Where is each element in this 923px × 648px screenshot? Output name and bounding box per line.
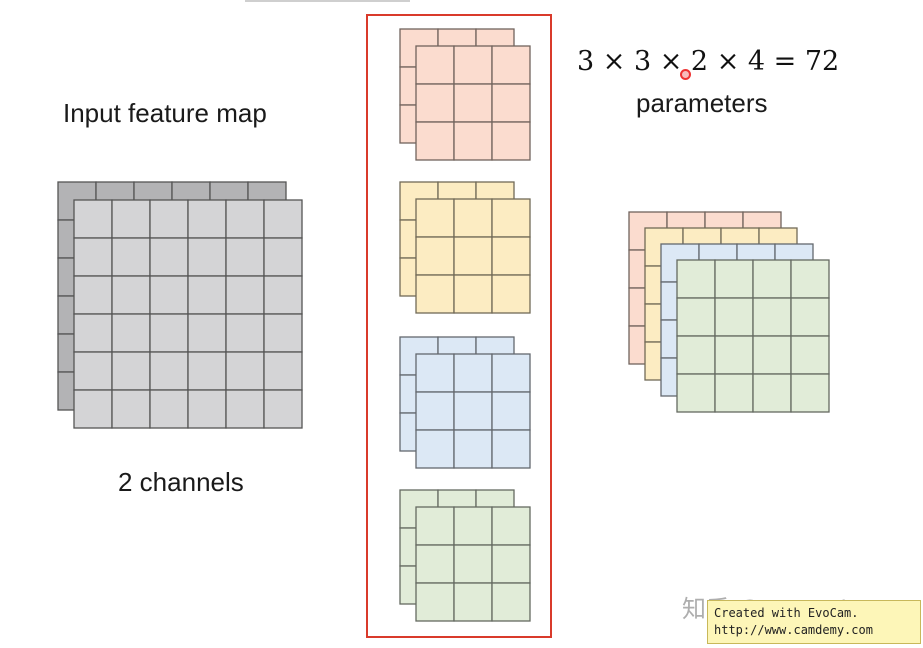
filter-2-front-cell xyxy=(491,236,531,276)
input-channel-front-cell xyxy=(73,275,113,315)
parameter-formula: 3 × 3 × 2 × 4 = 72 xyxy=(577,46,840,77)
filter-2-front-cell xyxy=(415,198,455,238)
output-channel-4-cell xyxy=(676,373,716,413)
filter-3-front xyxy=(415,353,531,469)
output-channel-4-cell xyxy=(790,335,830,375)
output-channel-4-cell xyxy=(714,259,754,299)
input-channel-front-cell xyxy=(263,389,303,429)
filter-4-front xyxy=(415,506,531,622)
filter-1-front xyxy=(415,45,531,161)
input-channel-front-cell xyxy=(111,275,151,315)
cursor-indicator xyxy=(680,69,691,80)
input-channel-front-cell xyxy=(225,237,265,277)
parameters-caption: parameters xyxy=(636,88,768,118)
filter-3-front-cell xyxy=(453,429,493,469)
input-channel-front-cell xyxy=(187,313,227,353)
output-channel-4-cell xyxy=(790,297,830,337)
channels-label: 2 channels xyxy=(118,467,244,497)
input-channel-front-cell xyxy=(73,313,113,353)
input-channel-front-cell xyxy=(187,275,227,315)
input-channel-front-cell xyxy=(225,389,265,429)
filter-3-front-cell xyxy=(415,429,455,469)
filter-4-front-cell xyxy=(453,582,493,622)
input-channel-front-cell xyxy=(73,199,113,239)
input-channel-front-cell xyxy=(263,237,303,277)
input-channel-front-cell xyxy=(111,237,151,277)
top-divider xyxy=(245,0,410,2)
recorder-line-2: http://www.camdemy.com xyxy=(714,623,873,637)
input-channel-front-cell xyxy=(187,351,227,391)
filter-3-front-cell xyxy=(415,353,455,393)
filter-2-front-cell xyxy=(453,198,493,238)
input-channel-front-cell xyxy=(111,313,151,353)
input-channel-front-cell xyxy=(225,199,265,239)
output-channel-4-cell xyxy=(714,297,754,337)
output-channel-4-cell xyxy=(790,259,830,299)
recorder-badge: Created with EvoCam. http://www.camdemy.… xyxy=(707,600,921,644)
input-title: Input feature map xyxy=(63,98,267,128)
filter-2-front-cell xyxy=(453,274,493,314)
output-channel-4-cell xyxy=(752,297,792,337)
input-channel-front-cell xyxy=(111,199,151,239)
input-channel-front-cell xyxy=(149,351,189,391)
output-channel-4-cell xyxy=(676,297,716,337)
output-channel-4-cell xyxy=(676,259,716,299)
input-channel-front xyxy=(73,199,303,429)
filter-1-front-cell xyxy=(491,121,531,161)
output-channel-4-cell xyxy=(714,335,754,375)
filter-2-front-cell xyxy=(415,236,455,276)
filter-4-front-cell xyxy=(491,506,531,546)
input-channel-front-cell xyxy=(225,351,265,391)
input-channel-front-cell xyxy=(263,313,303,353)
input-channel-front-cell xyxy=(149,313,189,353)
input-channel-front-cell xyxy=(111,351,151,391)
input-channel-front-cell xyxy=(149,275,189,315)
input-channel-front-cell xyxy=(187,199,227,239)
filter-3-front-cell xyxy=(415,391,455,431)
input-channel-front-cell xyxy=(225,275,265,315)
input-channel-front-cell xyxy=(73,389,113,429)
filter-4-front-cell xyxy=(491,582,531,622)
filter-2-front xyxy=(415,198,531,314)
input-channel-front-cell xyxy=(73,351,113,391)
filter-1-front-cell xyxy=(453,83,493,123)
output-channel-4-cell xyxy=(790,373,830,413)
input-channel-front-cell xyxy=(263,275,303,315)
recorder-line-1: Created with EvoCam. xyxy=(714,606,859,620)
input-channel-front-cell xyxy=(149,237,189,277)
filter-1-front-cell xyxy=(453,121,493,161)
output-channel-4-cell xyxy=(676,335,716,375)
filter-2-front-cell xyxy=(491,198,531,238)
input-channel-front-cell xyxy=(149,389,189,429)
filter-2-front-cell xyxy=(491,274,531,314)
filter-bank-box xyxy=(366,14,552,638)
output-channel-4 xyxy=(676,259,830,413)
output-channel-4-cell xyxy=(714,373,754,413)
output-channel-4-cell xyxy=(752,335,792,375)
input-channel-front-cell xyxy=(187,389,227,429)
input-channel-front-cell xyxy=(225,313,265,353)
filter-1-front-cell xyxy=(491,83,531,123)
input-channel-front-cell xyxy=(149,199,189,239)
input-channel-front-cell xyxy=(73,237,113,277)
filter-4-front-cell xyxy=(415,582,455,622)
output-channel-4-cell xyxy=(752,259,792,299)
filter-3-front-cell xyxy=(491,429,531,469)
input-channel-front-cell xyxy=(111,389,151,429)
input-channel-front-cell xyxy=(187,237,227,277)
filter-2-front-cell xyxy=(415,274,455,314)
input-channel-front-cell xyxy=(263,199,303,239)
output-channel-4-cell xyxy=(752,373,792,413)
input-channel-front-cell xyxy=(263,351,303,391)
filter-3-front-cell xyxy=(453,391,493,431)
